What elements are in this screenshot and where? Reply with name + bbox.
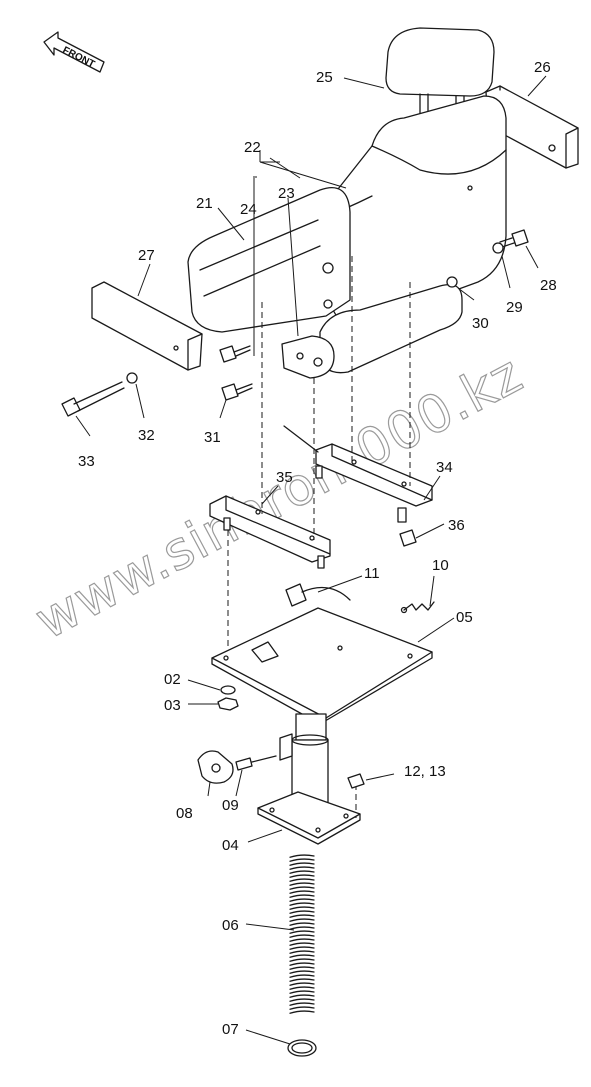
seat-cushion (187, 186, 351, 333)
callout-08: 08 (176, 805, 193, 822)
bolt-36 (399, 529, 417, 547)
callout-34: 34 (436, 459, 453, 476)
callout-27: 27 (138, 247, 155, 264)
slide-rail-34 (283, 425, 433, 523)
mounting-plate (211, 607, 433, 725)
callout-12-13: 12, 13 (404, 763, 446, 780)
callout-04: 04 (222, 837, 239, 854)
callout-11: 11 (364, 565, 380, 582)
spring-06 (289, 854, 315, 1014)
nut-03 (217, 697, 239, 711)
callout-29: 29 (506, 299, 523, 316)
slide-rail-35 (209, 495, 331, 569)
washer-32 (126, 372, 138, 384)
callout-30: 30 (472, 315, 489, 332)
spring-10 (400, 601, 435, 614)
callout-32: 32 (138, 427, 155, 444)
callout-33: 33 (78, 453, 95, 470)
headrest (385, 27, 495, 127)
knob-08 (197, 750, 234, 784)
callout-22: 22 (244, 139, 261, 156)
callout-05: 05 (456, 609, 473, 626)
callout-07: 07 (222, 1021, 239, 1038)
washer-29 (492, 242, 504, 254)
callout-labels: 25 26 22 23 24 21 27 28 29 30 31 32 33 3… (78, 59, 557, 1038)
callout-26: 26 (534, 59, 551, 76)
armrest-left (91, 281, 203, 371)
callout-10: 10 (432, 557, 449, 574)
front-arrow-icon: FRONT (43, 31, 105, 73)
callout-06: 06 (222, 917, 239, 934)
callout-25: 25 (316, 69, 333, 86)
bolt-12-13 (347, 773, 365, 789)
callout-36: 36 (448, 517, 465, 534)
callout-23: 23 (278, 185, 295, 202)
callout-09: 09 (222, 797, 239, 814)
spring-coils (289, 854, 315, 1014)
bolt-33 (61, 381, 125, 417)
watermark: www.sinhron-000.kz (26, 344, 533, 651)
callout-28: 28 (540, 277, 557, 294)
seat-pan (319, 283, 463, 374)
callout-03: 03 (164, 697, 181, 714)
callout-24: 24 (240, 201, 257, 218)
washer-02 (220, 685, 236, 695)
callout-02: 02 (164, 671, 181, 688)
bolt-28 (499, 229, 529, 248)
callout-31: 31 (204, 429, 221, 446)
callout-35: 35 (276, 469, 293, 486)
hinge-bracket (281, 335, 335, 379)
callout-21: 21 (196, 195, 213, 212)
bolt-31 (221, 383, 253, 401)
base-plate-04 (257, 791, 361, 845)
leader-lines (75, 75, 547, 1045)
bolt-24 (219, 345, 251, 363)
washer-30 (446, 276, 458, 288)
screw-09 (235, 755, 277, 771)
alignment-lines (227, 256, 411, 818)
